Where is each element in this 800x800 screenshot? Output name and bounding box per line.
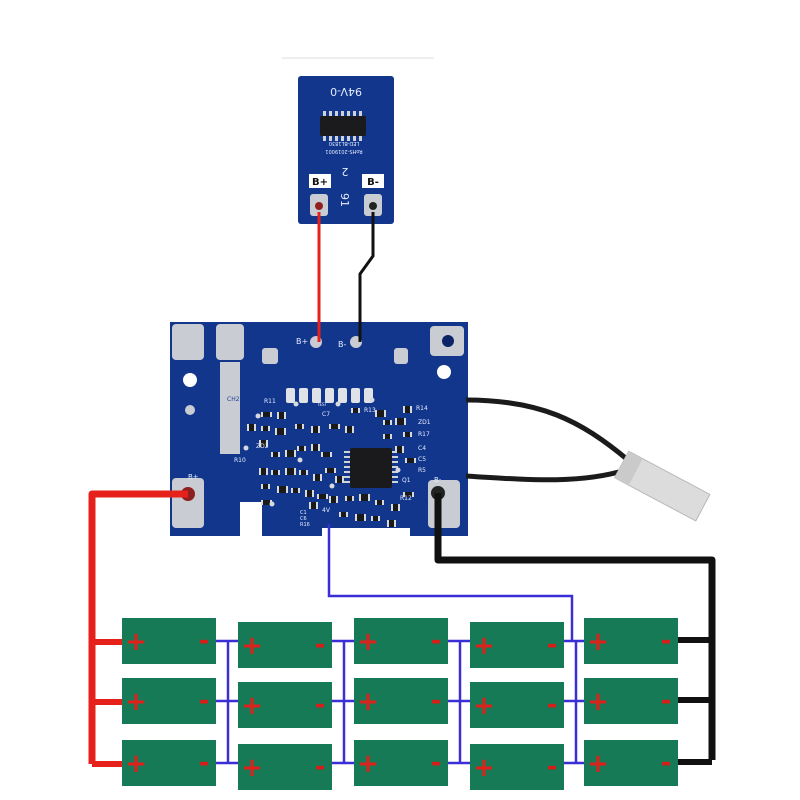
cell-minus-symbol: - [431, 626, 442, 656]
silk-r17: R17 [418, 431, 430, 438]
board-left-plus-label: B+ [188, 473, 199, 481]
mounting-pad-top-left [172, 324, 204, 360]
silk-r16: R16 [300, 522, 310, 528]
silk-r14: R14 [416, 405, 428, 412]
led-board-rohs-text: RoHS-2019001 [325, 148, 362, 154]
cell-minus-symbol: - [661, 748, 672, 778]
led-board-minus-label: B- [367, 177, 379, 188]
cell-minus-symbol: - [661, 686, 672, 716]
cell-minus-symbol: - [547, 690, 558, 720]
cell-plus-symbol: + [473, 691, 495, 721]
silk-r10: R10 [234, 457, 246, 464]
silk-q1: Q1 [402, 477, 411, 484]
silk-4v: 4V [322, 507, 331, 514]
cell-minus-symbol: - [199, 748, 210, 778]
cell-minus-symbol: - [315, 630, 326, 660]
cell-minus-symbol: - [547, 630, 558, 660]
led-board-plus-label: B+ [312, 177, 328, 188]
silk-test: TEST [316, 402, 328, 407]
led-board-rating: 94V-0 [330, 85, 362, 98]
cell-plus-symbol: + [473, 631, 495, 661]
cell-minus-symbol: - [315, 752, 326, 782]
battery-cell: +- [584, 740, 678, 786]
battery-cell: +- [122, 678, 216, 724]
battery-cell-array: +-+-+-+-+-+-+-+-+-+-+-+-+-+-+- [122, 618, 678, 790]
battery-cell: +- [354, 678, 448, 724]
silk-c5: C5 [418, 456, 426, 463]
board-top-plus-label: B+ [296, 337, 308, 346]
silk-ch2: CH2 [227, 396, 240, 403]
silk-zd1: ZD1 [418, 419, 431, 426]
silk-c1: C1 [300, 510, 307, 516]
mounting-hole-left [183, 373, 197, 387]
cell-plus-symbol: + [241, 753, 263, 783]
battery-cell: +- [238, 622, 332, 668]
pack-negative-wire [434, 493, 716, 760]
cell-plus-symbol: + [241, 691, 263, 721]
main-negative-pad [428, 480, 460, 528]
battery-cell: +- [584, 618, 678, 664]
board-top-minus-label: B- [338, 340, 346, 349]
battery-cell: +- [354, 618, 448, 664]
silk-r12: R12 [400, 495, 412, 502]
cell-minus-symbol: - [199, 626, 210, 656]
cell-plus-symbol: + [473, 753, 495, 783]
cell-plus-symbol: + [241, 631, 263, 661]
cell-minus-symbol: - [199, 686, 210, 716]
main-positive-pad [172, 478, 204, 528]
led-negative-wire [358, 212, 375, 342]
led-driver-chip [320, 111, 366, 141]
led-indicator-board: 94V-0 LED-BL1830 RoHS-2019001 2 91 B+ B- [298, 76, 394, 224]
battery-cell: +- [238, 682, 332, 728]
cell-plus-symbol: + [587, 749, 609, 779]
test-pad-row [286, 388, 373, 403]
cell-plus-symbol: + [357, 749, 379, 779]
cell-plus-symbol: + [125, 627, 147, 657]
battery-cell: +- [470, 682, 564, 728]
cell-plus-symbol: + [587, 627, 609, 657]
smd-components [243, 397, 416, 527]
silk-r11: R11 [264, 398, 276, 405]
battery-cell: +- [470, 744, 564, 790]
battery-cell: +- [122, 618, 216, 664]
board-right-minus-label: B- [434, 476, 442, 484]
cell-plus-symbol: + [357, 687, 379, 717]
silk-r13: R13 [364, 407, 376, 414]
mounting-hole-right [437, 365, 451, 379]
cell-plus-symbol: + [125, 749, 147, 779]
battery-cell: +- [584, 678, 678, 724]
silk-c7: C7 [322, 411, 330, 418]
balance-sense-wire [327, 524, 574, 640]
led-board-side-mark-bottom: 91 [338, 193, 351, 207]
led-board-part-text: LED-BL1830 [329, 140, 359, 146]
battery-cell: +- [238, 744, 332, 790]
cell-minus-symbol: - [315, 690, 326, 720]
pack-positive-wire [88, 490, 188, 764]
cell-minus-symbol: - [431, 748, 442, 778]
wiring [88, 212, 716, 764]
current-shunt-strip [220, 362, 240, 454]
battery-cell: +- [122, 740, 216, 786]
silk-r5: R5 [418, 467, 426, 474]
cell-minus-symbol: - [431, 686, 442, 716]
silk-c6: C6 [300, 516, 307, 522]
cell-plus-symbol: + [587, 687, 609, 717]
mounting-pad-top-left-2 [216, 324, 244, 360]
led-board-side-mark-top: 2 [342, 165, 349, 178]
temperature-sensor [465, 397, 711, 522]
cell-minus-symbol: - [661, 626, 672, 656]
battery-cell: +- [470, 622, 564, 668]
silk-zd2: ZD2 [256, 443, 269, 450]
bms-controller-chip [344, 448, 398, 488]
pack-series-parallel-wiring [92, 637, 712, 767]
cell-plus-symbol: + [125, 687, 147, 717]
battery-cell: +- [354, 740, 448, 786]
cell-minus-symbol: - [547, 752, 558, 782]
bms-protection-board: B+ B- B+ B- CH2 R11 R10 ZD2 C7 TEST R13 … [170, 322, 468, 536]
silk-c4: C4 [418, 445, 426, 452]
cell-plus-symbol: + [357, 627, 379, 657]
